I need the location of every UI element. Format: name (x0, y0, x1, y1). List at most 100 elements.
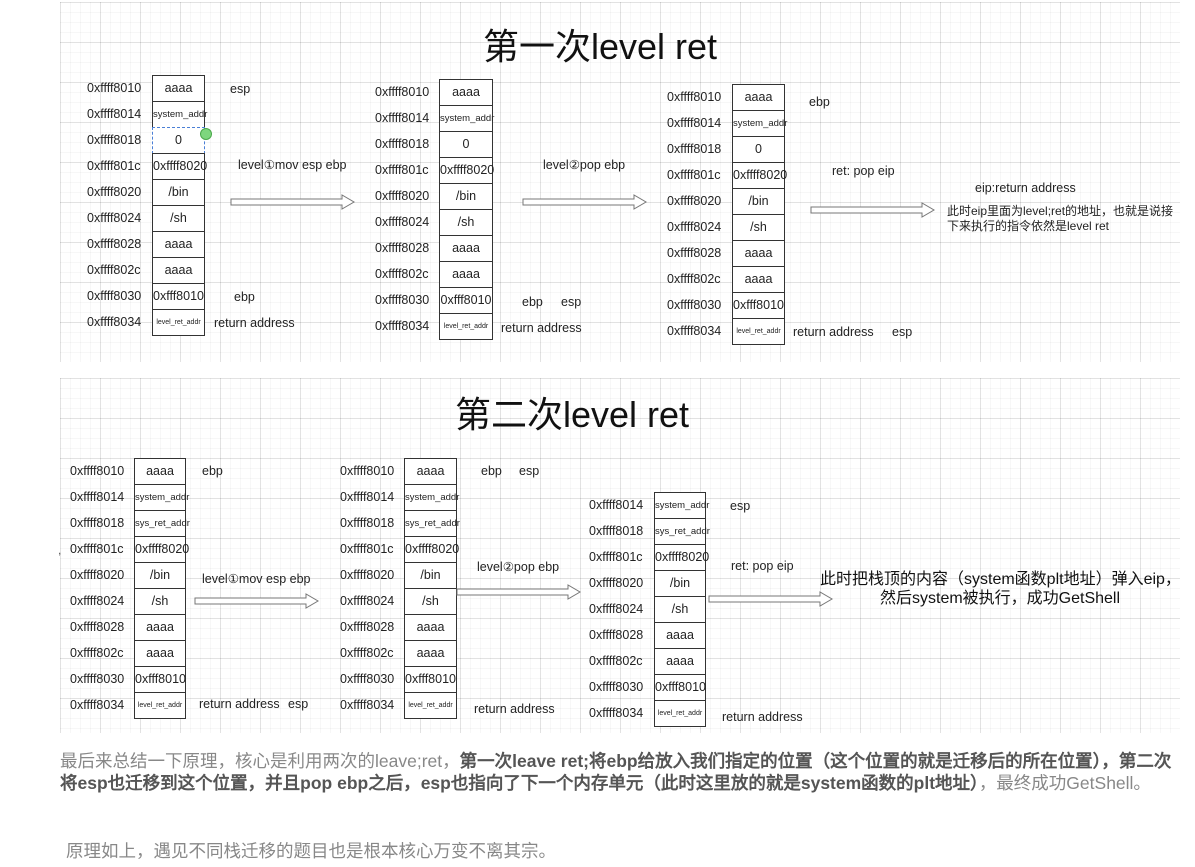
arrow-2-label: level②pop ebp (477, 560, 560, 574)
address-label: 0xffff8014 (589, 498, 644, 512)
stack-cell: /sh (654, 596, 706, 623)
address-label: 0xffff8030 (589, 680, 644, 694)
address-label: 0xffff8034 (589, 706, 644, 720)
address-label: 0xffff8034 (375, 319, 430, 333)
stack-cell: 0 (152, 127, 205, 154)
address-label: 0xffff8018 (87, 133, 142, 147)
stack-cell: 0xffff8020 (134, 536, 189, 563)
stack-cell: aaaa (732, 240, 785, 267)
stack-cell: level_ret_addr (654, 700, 706, 727)
stack-cell: 0 (439, 131, 493, 158)
stack-cell: level_ret_addr (152, 309, 205, 336)
address-label: 0xffff8028 (375, 241, 430, 255)
summary-bold: 第一次leave ret;将ebp给放入我们指定的位置（这个位置的就是迁移后的所… (60, 751, 1172, 793)
stack-cell: level_ret_addr (732, 318, 785, 345)
stack-cell: aaaa (152, 257, 205, 284)
arrow-1-label: level①mov esp ebp (238, 158, 347, 172)
stack-cell: 0xfff8010 (134, 666, 186, 693)
stack-cell: /sh (152, 205, 205, 232)
address-label: 0xffff8030 (667, 298, 722, 312)
right-arrow-icon (810, 202, 935, 218)
address-label: 0xffff8030 (70, 672, 125, 686)
stack-cell: 0xffff8020 (654, 544, 709, 571)
arrow-2-label: level②pop ebp (543, 158, 626, 172)
summary-plain-2: ，最终成功GetShell。 (978, 773, 1151, 793)
stack-cell: sys_ret_addr (654, 518, 710, 545)
stack-cell: aaaa (654, 622, 706, 649)
address-label: 0xffff8014 (667, 116, 722, 130)
address-label: 0xffff8034 (87, 315, 142, 329)
stack-cell: aaaa (404, 458, 457, 485)
address-label: 0xffff8018 (375, 137, 430, 151)
stack-cell: sys_ret_addr (134, 510, 190, 537)
esp-label: esp (230, 82, 251, 96)
address-label: 0xffff8014 (340, 490, 395, 504)
stack-cell: aaaa (732, 266, 785, 293)
address-label: 0xffff801c (70, 542, 124, 556)
address-label: 0xffff802c (667, 272, 721, 286)
return-address-label: return address (214, 316, 295, 330)
stack-cell: level_ret_addr (439, 313, 493, 340)
stack-cell: 0xfff8010 (654, 674, 706, 701)
address-label: 0xffff801c (340, 542, 394, 556)
stack-cell: 0xfff8010 (404, 666, 457, 693)
address-label: 0xffff8034 (340, 698, 395, 712)
address-label: 0xffff802c (589, 654, 643, 668)
stack-cell: aaaa (134, 458, 186, 485)
right-arrow-icon (522, 194, 647, 210)
address-label: 0xffff8018 (340, 516, 395, 530)
address-label: 0xffff8030 (87, 289, 142, 303)
stack-cell: /bin (404, 562, 457, 589)
address-label: 0xffff8010 (340, 464, 395, 478)
stack-cell: system_addr (439, 105, 494, 132)
return-address-label: return address (793, 325, 874, 339)
address-label: 0xffff8024 (375, 215, 430, 229)
address-label: 0xffff802c (87, 263, 141, 277)
address-label: 0xffff8020 (340, 568, 395, 582)
diagram-2-title: 第二次level ret (455, 394, 690, 435)
address-label: 0xffff8014 (87, 107, 142, 121)
esp-label: esp (519, 464, 540, 478)
esp-label: esp (561, 295, 582, 309)
ebp-label: ebp (234, 290, 255, 304)
address-label: 0xffff8024 (70, 594, 125, 608)
stack-cell: sys_ret_addr (404, 510, 460, 537)
address-label: 0xffff8028 (70, 620, 125, 634)
stack-cell: /bin (732, 188, 785, 215)
selection-handle[interactable] (200, 128, 212, 140)
address-label: 0xffff8014 (70, 490, 125, 504)
diagram-2-canvas (60, 378, 1180, 733)
stack-cell: aaaa (152, 231, 205, 258)
stack-cell: system_addr (134, 484, 189, 511)
stack-cell: /bin (152, 179, 205, 206)
address-label: 0xffff8024 (87, 211, 142, 225)
stack-cell: 0xffff8020 (732, 162, 787, 189)
stack-cell: aaaa (404, 640, 457, 667)
address-label: 0xffff802c (70, 646, 124, 660)
address-label: 0xffff8020 (667, 194, 722, 208)
stack-cell: /sh (732, 214, 785, 241)
summary-paragraph: 最后来总结一下原理，核心是利用两次的leave;ret，第一次leave ret… (60, 750, 1180, 794)
address-label: 0xffff8028 (589, 628, 644, 642)
stack-cell: 0 (732, 136, 785, 163)
arrow-3-label: ret: pop eip (731, 559, 794, 573)
address-label: 0xffff8010 (375, 85, 430, 99)
stack-cell: system_addr (732, 110, 787, 137)
stack-cell: level_ret_addr (404, 692, 457, 719)
address-label: 0xffff8010 (667, 90, 722, 104)
esp-label: esp (288, 697, 309, 711)
stack-cell: 0xffff8020 (439, 157, 494, 184)
stack-cell: aaaa (439, 261, 493, 288)
conclusion-paragraph: 原理如上，遇见不同栈迁移的题目也是根本核心万变不离其宗。 (66, 841, 556, 861)
stack-cell: aaaa (654, 648, 706, 675)
address-label: 0xffff8030 (340, 672, 395, 686)
ebp-label: ebp (202, 464, 223, 478)
address-label: 0xffff8018 (70, 516, 125, 530)
address-label: 0xffff8028 (340, 620, 395, 634)
eip-label: eip:return address (975, 181, 1076, 195)
esp-label: esp (892, 325, 913, 339)
ebp-label: ebp (809, 95, 830, 109)
stack-cell: 0xfff8010 (732, 292, 785, 319)
stack-cell: /sh (439, 209, 493, 236)
address-label: 0xffff8030 (375, 293, 430, 307)
